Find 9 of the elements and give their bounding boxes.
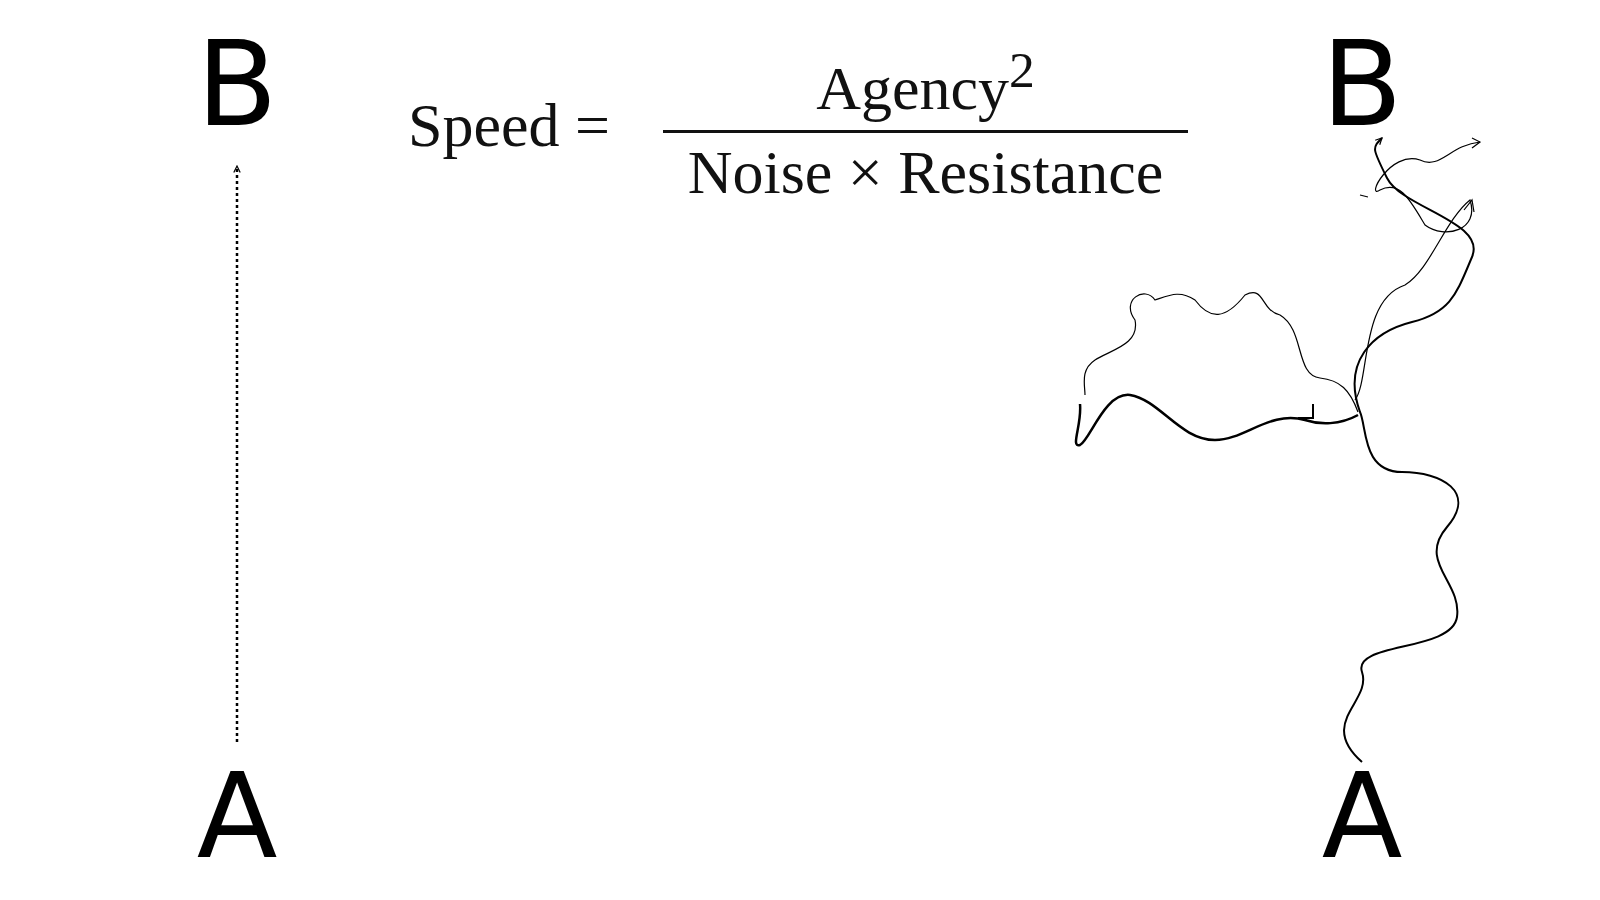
letter-label: B	[196, 30, 278, 138]
dotted-arrow	[233, 165, 241, 742]
formula-numerator: Agency$^{2}$	[816, 40, 1035, 124]
formula-text: Speed =	[408, 90, 610, 161]
wavy-arrow	[1343, 137, 1475, 763]
letter-label: B	[1320, 30, 1404, 138]
formula-denominator: Noise × Resistance	[687, 136, 1164, 208]
letter-label: A	[196, 762, 278, 870]
letter-label: A	[1320, 762, 1404, 870]
